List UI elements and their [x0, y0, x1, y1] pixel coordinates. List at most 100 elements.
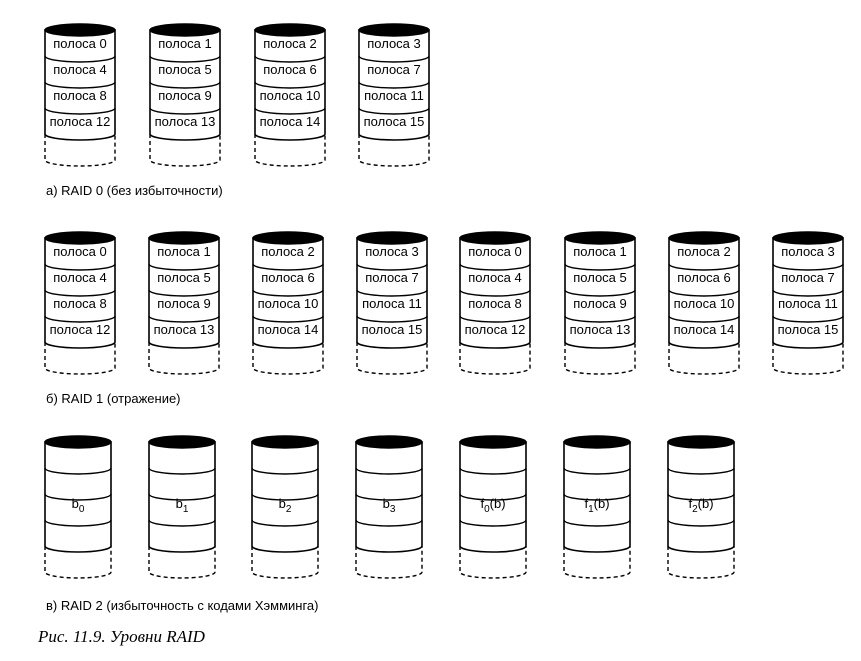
raid1-disk-0-top-cap — [44, 231, 116, 245]
raid2-disk-5-label-base: f — [584, 496, 588, 511]
raid2-disk-1-body — [148, 441, 216, 553]
raid2-disk-1-top-cap — [148, 435, 216, 449]
raid0-disk-3-band-line — [358, 55, 430, 63]
raid1-disk-6-band-line — [668, 289, 740, 297]
raid1-disk-4-body — [459, 237, 531, 349]
raid1-disk-4-band-line — [459, 289, 531, 297]
raid1-disk-3-band-line — [356, 289, 428, 297]
raid1-disk-0-ghost-section — [44, 342, 116, 375]
raid1-disk-6-body — [668, 237, 740, 349]
raid1-disk-0-band-line — [44, 263, 116, 271]
raid2-disk-4-label-base: f — [480, 496, 484, 511]
raid1-disk-2-top-cap — [252, 231, 324, 245]
raid2-disk-6-label: f2(b) — [688, 496, 713, 515]
raid1-disk-6-strip-2: полоса 10 — [674, 296, 735, 311]
raid0-disk-1-top-cap — [149, 23, 221, 37]
raid2-disk-6-label-sub: 2 — [692, 504, 698, 515]
raid1-disk-1-band-line — [148, 263, 220, 271]
raid1-disk-3-body — [356, 237, 428, 349]
raid0-disk-3-body — [358, 29, 430, 141]
raid2-disk-6-ghost-section — [667, 546, 735, 579]
raid1-disk-2-band-line — [252, 315, 324, 323]
raid2-disk-2-band-line — [251, 519, 319, 527]
raid1-disk-3-band-line — [356, 315, 428, 323]
raid1-disk-2-strip-3: полоса 14 — [258, 322, 319, 337]
raid0-disk-3-top-cap — [358, 23, 430, 37]
raid1-disk-0-strip-1: полоса 4 — [53, 270, 107, 285]
raid1-disk-5-strip-3: полоса 13 — [570, 322, 631, 337]
raid2-disk-4-band-line — [459, 493, 527, 501]
raid2-disk-5-ghost-section — [563, 546, 631, 579]
raid2-disk-2-label-base: b — [279, 496, 286, 511]
raid1-disk-7-band-line — [772, 315, 844, 323]
raid0-disk-1-band-line — [149, 107, 221, 115]
raid2-disk-6-label-suffix: (b) — [698, 496, 714, 511]
raid1-disk-0-band-line — [44, 315, 116, 323]
raid2-disk-4-top-cap — [459, 435, 527, 449]
raid1-disk-1-body — [148, 237, 220, 349]
raid1-disk-4-band-line — [459, 315, 531, 323]
raid2-disk-2-band-line — [251, 467, 319, 475]
raid1-disk-6-band-line — [668, 263, 740, 271]
raid1-disk-7-strip-3: полоса 15 — [778, 322, 839, 337]
raid2-disk-1-band-line — [148, 493, 216, 501]
raid1-disk-0-strip-0: полоса 0 — [53, 244, 107, 259]
raid2-disk-3-band-line — [355, 519, 423, 527]
raid1-disk-5-band-line — [564, 263, 636, 271]
raid1-disk-0-body — [44, 237, 116, 349]
raid1-disk-6-top-cap — [668, 231, 740, 245]
raid2-disk-5-band-line — [563, 467, 631, 475]
raid0-disk-0-band-line — [44, 81, 116, 89]
raid2-disk-4-label-sub: 0 — [484, 504, 490, 515]
raid1-disk-1-strip-0: полоса 1 — [157, 244, 211, 259]
raid2-disk-4-label-suffix: (b) — [490, 496, 506, 511]
raid1-disk-5-strip-1: полоса 5 — [573, 270, 627, 285]
raid1-disk-7-strip-0: полоса 3 — [781, 244, 835, 259]
raid1-disk-4-band-line — [459, 263, 531, 271]
raid1-disk-1-band-line — [148, 315, 220, 323]
raid2-disk-5-band-line — [563, 493, 631, 501]
raid1-disk-5-ghost-section — [564, 342, 636, 375]
raid0-disk-3-strip-3: полоса 15 — [364, 114, 425, 129]
raid0-disk-1-strip-0: полоса 1 — [158, 36, 212, 51]
figure-caption: Рис. 11.9. Уровни RAID — [37, 627, 206, 646]
raid2-disk-5: f1(b) — [563, 435, 631, 579]
raid1-disk-3-strip-0: полоса 3 — [365, 244, 419, 259]
raid1-disk-5-top-cap — [564, 231, 636, 245]
raid1-disk-7-strip-1: полоса 7 — [781, 270, 835, 285]
raid0-disk-0-ghost-section — [44, 134, 116, 167]
raid2-disk-6-band-line — [667, 519, 735, 527]
raid0-disk-3-ghost-section — [358, 134, 430, 167]
raid2-disk-5-label-sub: 1 — [588, 504, 594, 515]
raid2-disk-0-body — [44, 441, 112, 553]
raid2-disk-3-body — [355, 441, 423, 553]
raid2-disk-5-label-suffix: (b) — [594, 496, 610, 511]
raid1-disk-7-ghost-section — [772, 342, 844, 375]
raid1-disk-5-strip-2: полоса 9 — [573, 296, 627, 311]
raid2-disk-1: b1 — [148, 435, 216, 579]
raid1-disk-3-strip-3: полоса 15 — [362, 322, 423, 337]
raid2-disk-3-top-cap — [355, 435, 423, 449]
raid2-disk-4-ghost-section — [459, 546, 527, 579]
raid2-disk-2-label-sub: 2 — [286, 504, 292, 515]
raid0-disk-2-body — [254, 29, 326, 141]
raid1-disk-4-strip-1: полоса 4 — [468, 270, 522, 285]
raid1-disk-2-strip-1: полоса 6 — [261, 270, 315, 285]
raid0-disk-0-strip-2: полоса 8 — [53, 88, 107, 103]
raid1-disk-5-band-line — [564, 315, 636, 323]
raid1-disk-4-strip-0: полоса 0 — [468, 244, 522, 259]
raid1-disk-7-band-line — [772, 263, 844, 271]
raid1-disk-3-strip-1: полоса 7 — [365, 270, 419, 285]
raid0-disk-2-band-line — [254, 55, 326, 63]
raid1-disk-3-top-cap — [356, 231, 428, 245]
raid1-disk-7-body — [772, 237, 844, 349]
